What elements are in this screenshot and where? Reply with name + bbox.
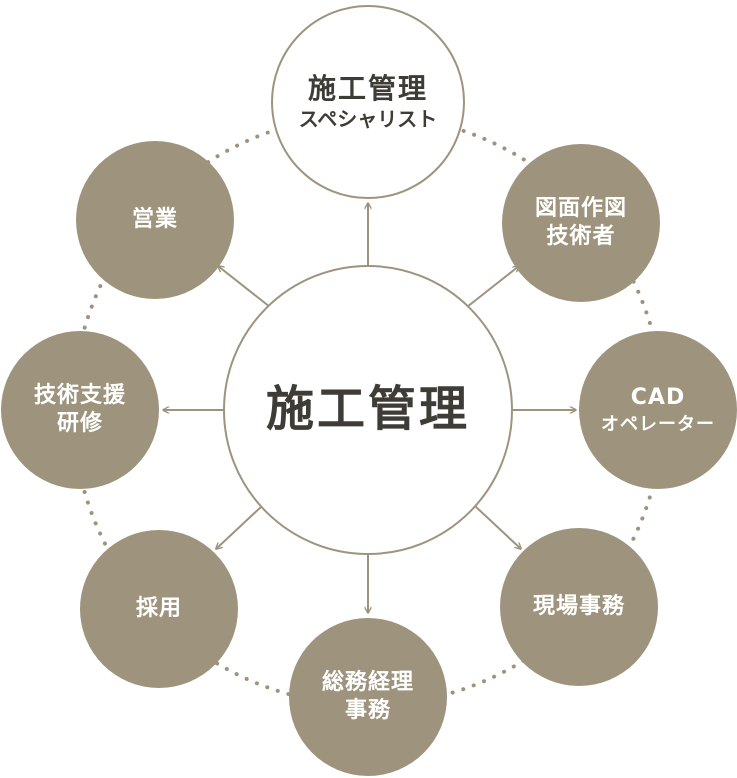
node-drawing: 図面作図 技術者	[502, 144, 660, 302]
center-label: 施工管理	[265, 381, 470, 438]
node-drawing-line1: 図面作図	[534, 195, 627, 221]
node-sales: 営業	[76, 141, 234, 299]
node-training: 技術支援 研修	[1, 331, 159, 489]
node-admin-line2: 事務	[344, 698, 391, 723]
arrow-to-recruit	[216, 505, 263, 549]
node-training-line1: 技術支援	[33, 382, 126, 408]
node-cad-line2: オペレーター	[601, 413, 715, 435]
arrow-to-drawing	[466, 266, 519, 308]
node-admin-line1: 総務経理	[321, 669, 414, 695]
node-sales-line1: 営業	[131, 206, 178, 232]
node-drawing-line2: 技術者	[546, 224, 616, 249]
arrow-to-site-office	[474, 505, 521, 549]
node-cad-line1: CAD	[630, 385, 686, 411]
top-node: 施工管理 スペシャリスト	[271, 5, 465, 199]
node-admin: 総務経理 事務	[289, 618, 447, 776]
center-node: 施工管理	[223, 265, 513, 555]
node-training-line2: 研修	[56, 411, 103, 436]
arrow-to-sales	[218, 266, 271, 308]
node-recruit: 採用	[80, 530, 238, 688]
node-site-office: 現場事務	[500, 528, 658, 686]
top-node-line1: 施工管理	[307, 72, 428, 106]
node-cad: CAD オペレーター	[579, 331, 737, 489]
node-site-office-line1: 現場事務	[532, 593, 625, 619]
top-node-line2: スペシャリスト	[298, 107, 438, 132]
node-recruit-line1: 採用	[135, 595, 182, 621]
